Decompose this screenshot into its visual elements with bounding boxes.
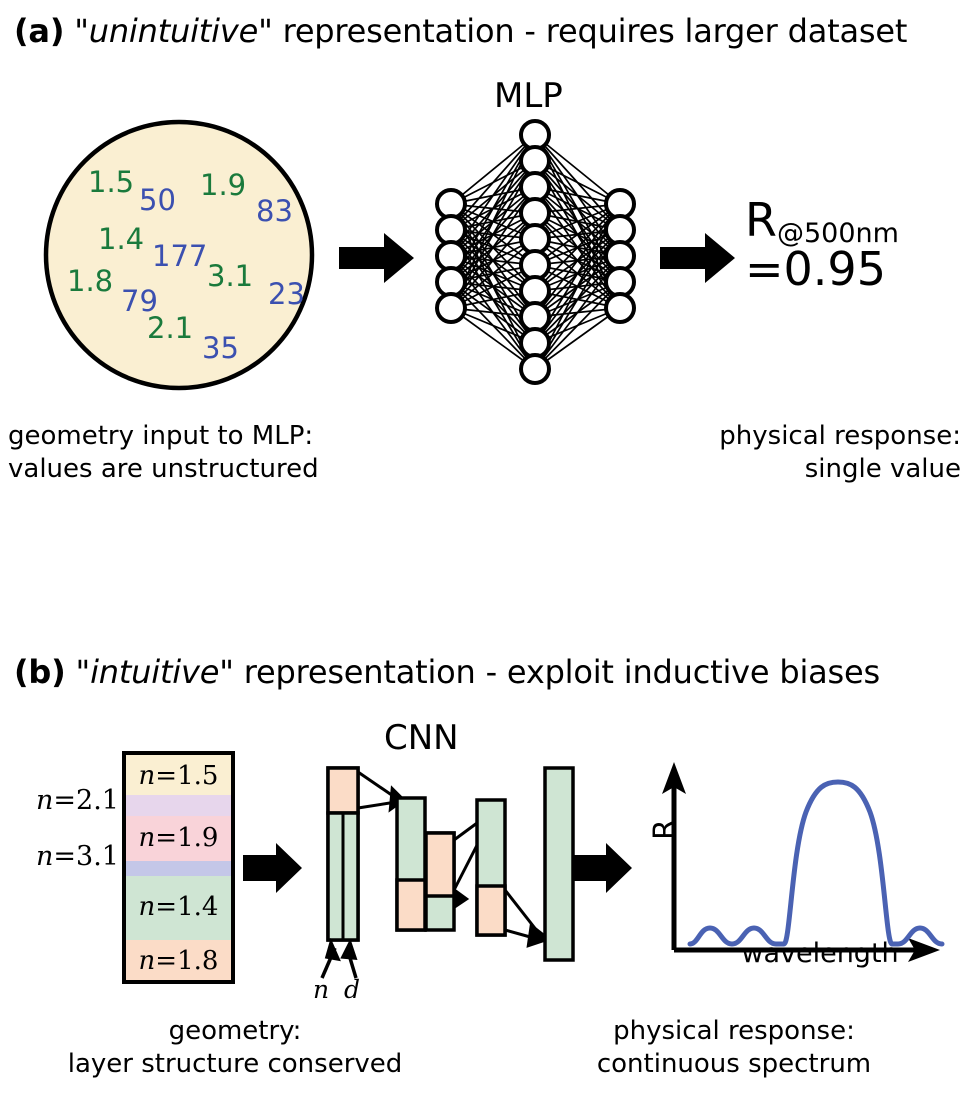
scatter-value: 83 — [256, 194, 293, 228]
scatter-value: 1.4 — [98, 222, 145, 256]
mlp-output-nodes — [604, 188, 636, 324]
spectrum-y-axis-label: R — [648, 819, 683, 840]
scatter-value: 1.9 — [200, 168, 247, 202]
output-subscript: @500nm — [776, 218, 899, 249]
layer-index-label: n=1.5 — [138, 761, 219, 791]
cnn-column-5 — [543, 766, 575, 962]
mlp-input-nodes — [435, 188, 467, 324]
panel-a-quoted-term: "unintuitive" — [74, 12, 273, 50]
layer-index-label: n=1.9 — [138, 823, 219, 853]
scatter-value: 1.8 — [67, 264, 114, 298]
panel-a-title: (a) "unintuitive" representation - requi… — [14, 12, 907, 50]
stack-side-label: n=2.1 — [36, 785, 119, 816]
cnn-kernel-pointer-arrows — [320, 937, 358, 979]
caption-panel-a-left: geometry input to MLP: values are unstru… — [8, 421, 319, 485]
cnn-column-2 — [395, 796, 427, 932]
spectrum-y-axis — [662, 762, 686, 950]
mlp-output-value: R@500nm =0.95 — [745, 196, 899, 294]
layer-index-label: n=1.8 — [138, 946, 219, 976]
cnn-column-3 — [424, 831, 456, 932]
arrow-cnn-to-spectrum — [573, 843, 632, 893]
arrow-geometry-to-mlp — [339, 233, 414, 283]
spectrum-plot — [662, 762, 945, 962]
caption-panel-b-left: geometry: layer structure conserved — [67, 1016, 403, 1080]
panel-a-title-rest: representation - requires larger dataset — [272, 12, 908, 50]
panel-b-quoted-term: "intuitive" — [75, 653, 234, 691]
spectrum-curve — [687, 779, 945, 947]
mlp-label: MLP — [494, 76, 563, 116]
layer-index-label: n=1.4 — [138, 892, 219, 922]
stack-side-label: n=3.1 — [36, 841, 119, 872]
scatter-value: 79 — [121, 284, 158, 318]
output-number: =0.95 — [745, 241, 886, 296]
spectrum-x-axis — [674, 938, 940, 962]
cnn-arrows-4-5 — [503, 889, 552, 948]
output-symbol-line: R@500nm — [745, 193, 899, 248]
scatter-value: 3.1 — [207, 259, 254, 293]
cnn-column-4 — [475, 798, 507, 937]
layer-block — [126, 940, 231, 980]
scatter-value: 1.5 — [88, 165, 135, 199]
scatter-value: 177 — [152, 239, 208, 273]
mlp-edges-hidden-output — [534, 134, 621, 370]
spectrum-x-axis-label: wavelength — [741, 938, 899, 969]
panel-b-title: (b) "intuitive" representation - exploit… — [14, 653, 880, 691]
scatter-value: 50 — [139, 183, 176, 217]
unstructured-value-circle — [43, 119, 315, 391]
layer-block — [126, 876, 231, 943]
caption-panel-a-right: physical response: single value — [719, 421, 961, 485]
panel-b-title-rest: representation - exploit inductive biase… — [233, 653, 880, 691]
cnn-column-1 — [326, 766, 360, 942]
kernel-label-d: d — [344, 975, 361, 1004]
layer-stack: n=1.5 n=1.9 n=1.4 n=1.8 — [126, 755, 231, 980]
panel-b-tag: (b) — [14, 653, 66, 691]
arrow-mlp-to-response — [660, 233, 735, 283]
layer-stack-frame — [122, 751, 235, 984]
caption-panel-b-right: physical response: continuous spectrum — [596, 1016, 872, 1080]
mlp-hidden-nodes — [519, 119, 551, 385]
arrow-stack-to-cnn — [243, 843, 302, 893]
cnn-label: CNN — [384, 718, 459, 758]
kernel-label-n: n — [313, 975, 330, 1004]
scatter-value: 35 — [202, 331, 239, 365]
scatter-value: 2.1 — [147, 311, 194, 345]
mlp-edges-input-hidden — [450, 134, 536, 370]
scatter-value: 23 — [268, 277, 305, 311]
output-symbol: R — [745, 193, 777, 247]
cnn-network — [320, 766, 575, 979]
panel-a-tag: (a) — [14, 12, 65, 50]
mlp-network — [435, 119, 636, 385]
